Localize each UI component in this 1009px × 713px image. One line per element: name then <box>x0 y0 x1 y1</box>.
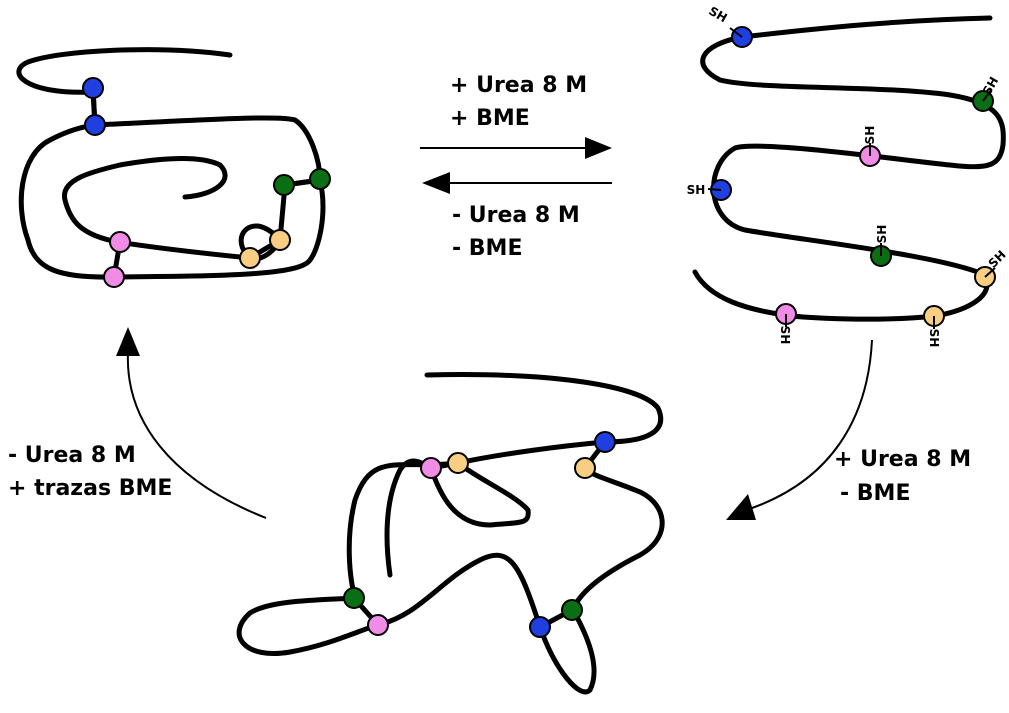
oxidize-line-2: - BME <box>840 481 910 506</box>
sh-stub-6 <box>984 267 996 278</box>
scrambled-chain <box>236 372 665 695</box>
scrambled-cys-green-2 <box>561 599 583 621</box>
native-protein <box>16 47 331 288</box>
native-cys-orange-1 <box>239 247 261 269</box>
scrambled-inner-chain <box>384 458 531 578</box>
denature-line-2: + BME <box>450 106 530 131</box>
scrambled-protein <box>236 372 665 695</box>
reduced-protein: SH SH SH SH SH SH SH SH <box>687 4 1009 348</box>
sh-label-4: SH <box>687 183 706 197</box>
arrow-down-head <box>726 494 756 520</box>
native-cys-pink-2 <box>103 266 125 288</box>
arrow-up-head <box>116 327 140 356</box>
reduced-chain <box>692 15 1006 322</box>
reshuffle-line-2: + trazas BME <box>8 476 172 501</box>
native-cys-green-1 <box>273 174 295 196</box>
scrambled-cys-blue-1 <box>594 431 616 453</box>
condition-labels: + Urea 8 M + BME - Urea 8 M - BME + Urea… <box>8 73 971 506</box>
arrow-forward-head <box>585 137 612 159</box>
native-cys-pink-1 <box>109 231 131 253</box>
oxidize-line-1: + Urea 8 M <box>834 447 971 472</box>
sh-label-5: SH <box>875 225 889 244</box>
scrambled-cys-pink-2 <box>367 614 389 636</box>
scrambled-cys-orange-1 <box>574 457 596 479</box>
renature-line-2: - BME <box>452 236 522 261</box>
native-cys-orange-2 <box>269 229 291 251</box>
sh-label-7: SH <box>778 326 792 345</box>
native-inner-chain <box>62 156 228 245</box>
scrambled-cys-orange-2 <box>447 452 469 474</box>
reshuffle-line-1: - Urea 8 M <box>8 443 136 468</box>
sh-stub-2 <box>982 89 992 102</box>
arrow-down-curve <box>751 339 873 509</box>
scrambled-cys-green-1 <box>343 587 365 609</box>
native-cys-green-2 <box>309 168 331 190</box>
sh-stub-1 <box>729 27 743 38</box>
scrambled-cys-blue-2 <box>529 616 551 638</box>
arrow-up-curve <box>126 351 267 519</box>
arrow-reverse-head <box>422 172 450 194</box>
renature-line-1: - Urea 8 M <box>452 203 580 228</box>
sh-stub-4 <box>707 188 722 191</box>
native-cys-blue-2 <box>84 114 106 136</box>
native-cys-blue-1 <box>82 77 104 99</box>
sh-label-3: SH <box>863 126 877 145</box>
sh-label-1: SH <box>706 4 729 25</box>
native-chain <box>16 47 326 280</box>
scrambled-cys-pink-1 <box>420 457 442 479</box>
reaction-arrows <box>116 137 873 520</box>
sh-label-8: SH <box>927 329 941 348</box>
denature-line-1: + Urea 8 M <box>450 73 587 98</box>
